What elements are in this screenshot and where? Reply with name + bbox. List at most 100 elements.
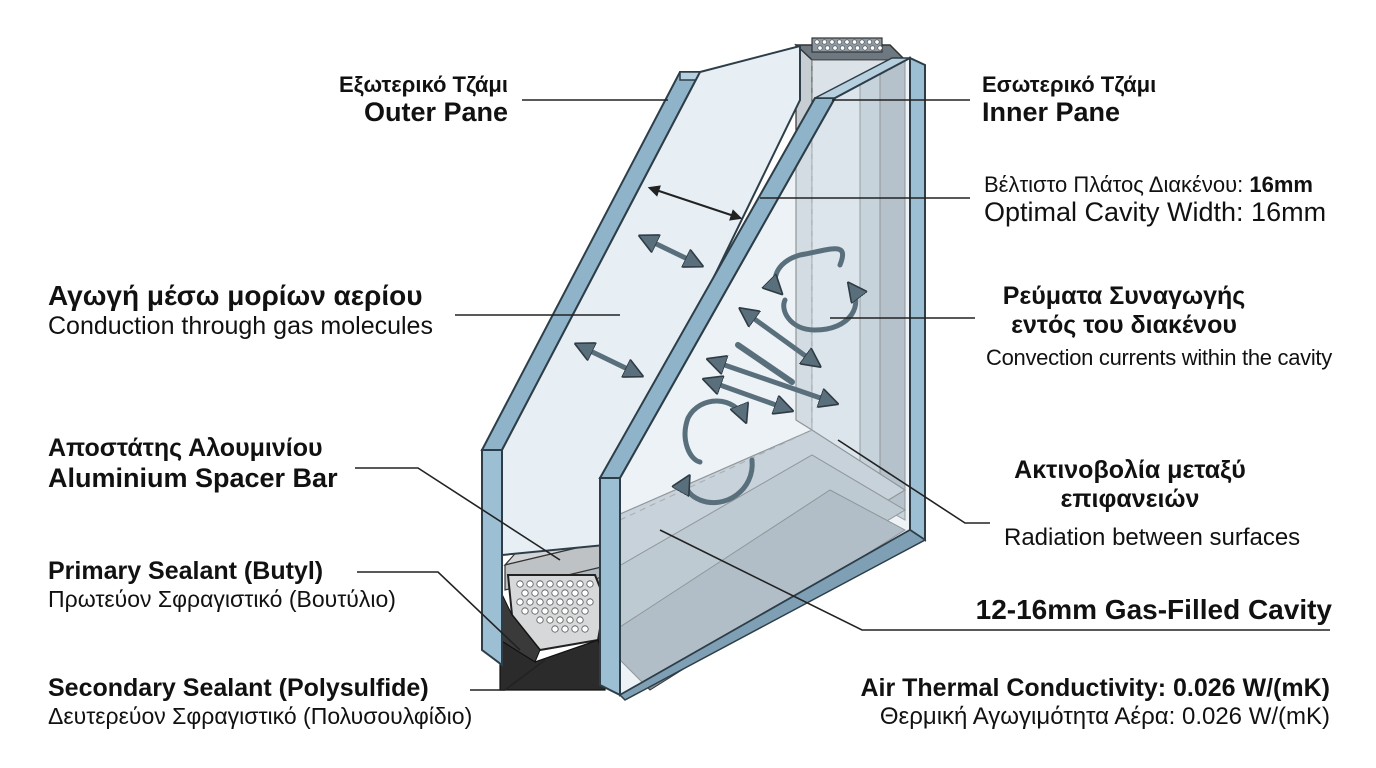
desiccant-bead [536, 580, 544, 588]
desiccant-bead [581, 607, 589, 615]
gas-cavity-label-en: 12-16mm Gas-Filled Cavity [975, 594, 1332, 625]
desiccant-bead [561, 625, 569, 633]
radiation-label-en-wrap: Radiation between surfaces [1004, 524, 1300, 552]
outer-pane-label: Εξωτερικό Τζάμι Outer Pane [300, 72, 508, 128]
cap-bead [847, 45, 853, 51]
primary-sealant-label-gr: Πρωτεύον Σφραγιστικό (Βουτύλιο) [48, 585, 396, 612]
inner-pane-label: Εσωτερικό Τζάμι Inner Pane [982, 72, 1156, 128]
cavity-width-arrow [647, 185, 743, 221]
spacer-label-gr: Αποστάτης Αλουμινίου [48, 434, 323, 462]
desiccant-bead [556, 580, 564, 588]
cavity-width-label: Βέλτιστο Πλάτος Διακένου: 16mm Optimal C… [984, 172, 1326, 228]
cap-bead [821, 39, 827, 45]
cap-bead [814, 39, 820, 45]
cap-bead [817, 45, 823, 51]
cap-bead [851, 39, 857, 45]
cap-bead [874, 39, 880, 45]
desiccant-bead [546, 598, 554, 606]
primary-sealant-label: Primary Sealant (Butyl) Πρωτεύον Σφραγισ… [48, 557, 396, 612]
desiccant-bead [551, 589, 559, 597]
desiccant-beads [516, 580, 594, 633]
desiccant-bead [576, 616, 584, 624]
inner-pane-label-gr: Εσωτερικό Τζάμι [982, 72, 1157, 97]
cap-bead [836, 39, 842, 45]
conduction-label: Αγωγή μέσω μορίων αερίου Conduction thro… [48, 280, 433, 341]
cap-bead [869, 45, 875, 51]
desiccant-bead [531, 589, 539, 597]
desiccant-bead [541, 589, 549, 597]
outer-pane-label-en: Outer Pane [363, 97, 508, 128]
desiccant-bead [566, 580, 574, 588]
desiccant-bead [576, 580, 584, 588]
desiccant-bead [521, 607, 529, 615]
desiccant-bead [551, 607, 559, 615]
conductivity-label: Air Thermal Conductivity: 0.026 W/(mK) Θ… [780, 674, 1330, 730]
cap-bead [844, 39, 850, 45]
desiccant-bead [576, 598, 584, 606]
cap-bead [862, 45, 868, 51]
desiccant-bead [586, 580, 594, 588]
radiation-label-gr-2: επιφανειών [1060, 484, 1200, 513]
desiccant-bead [586, 598, 594, 606]
convection-label-gr-2: εντός του διακένου [1011, 310, 1237, 339]
desiccant-bead [556, 616, 564, 624]
inner-pane-label-en: Inner Pane [982, 97, 1121, 128]
desiccant-bead [556, 598, 564, 606]
desiccant-bead [546, 616, 554, 624]
convection-label: Ρεύματα Συναγωγής εντός του διακένου [984, 282, 1264, 340]
convection-loop-upper [775, 246, 845, 292]
desiccant-bead [571, 589, 579, 597]
desiccant-bead [571, 607, 579, 615]
desiccant-bead [516, 598, 524, 606]
cap-bead [829, 39, 835, 45]
radiation-label-en: Radiation between surfaces [1004, 524, 1301, 551]
desiccant-bead [546, 580, 554, 588]
conductivity-label-en: Air Thermal Conductivity: 0.026 W/(mK) [860, 674, 1330, 702]
primary-sealant-label-en: Primary Sealant (Butyl) [48, 557, 324, 585]
desiccant-bead [551, 625, 559, 633]
desiccant-bead [516, 580, 524, 588]
desiccant-bead [581, 589, 589, 597]
desiccant-bead [581, 625, 589, 633]
conduction-label-en: Conduction through gas molecules [48, 312, 433, 341]
desiccant-bead [561, 589, 569, 597]
cavity-width-label-gr: Βέλτιστο Πλάτος Διακένου: 16mm [984, 172, 1326, 197]
convection-label-en: Convection currents within the cavity [986, 345, 1332, 370]
desiccant-bead [561, 607, 569, 615]
desiccant-bead [541, 607, 549, 615]
heat-transfer-arrows [578, 185, 856, 506]
spacer-label: Αποστάτης Αλουμινίου Aluminium Spacer Ba… [48, 434, 338, 494]
cap-bead [854, 45, 860, 51]
cap-bead [859, 39, 865, 45]
desiccant-bead [536, 598, 544, 606]
conduction-label-gr: Αγωγή μέσω μορίων αερίου [48, 280, 423, 311]
radiation-label: Ακτινοβολία μεταξύ επιφανειών [990, 456, 1270, 514]
convection-label-en-wrap: Convection currents within the cavity [986, 345, 1332, 370]
desiccant-bead [566, 598, 574, 606]
desiccant-bead [536, 616, 544, 624]
radiation-label-gr-1: Ακτινοβολία μεταξύ [1014, 456, 1246, 484]
conduction-arrow-upper [642, 237, 700, 265]
cap-bead [832, 45, 838, 51]
cavity-width-gr-prefix: Βέλτιστο Πλάτος Διακένου: [984, 172, 1250, 197]
desiccant-bead [526, 598, 534, 606]
secondary-sealant-label-en: Secondary Sealant (Polysulfide) [48, 674, 429, 702]
cap-bead [877, 45, 883, 51]
secondary-sealant-label-gr: Δευτερεύον Σφραγιστικό (Πολυσουλφίδιο) [48, 702, 473, 729]
cap-bead [839, 45, 845, 51]
secondary-sealant-label: Secondary Sealant (Polysulfide) Δευτερεύ… [48, 674, 472, 729]
conductivity-label-gr: Θερμική Αγωγιμότητα Αέρα: 0.026 W/(mK) [879, 702, 1330, 730]
leader-lines [355, 99, 1330, 691]
cavity-width-gr-value: 16mm [1249, 172, 1313, 197]
convection-loop-lower [682, 398, 745, 465]
cap-bead [866, 39, 872, 45]
cavity-width-label-en: Optimal Cavity Width: 16mm [984, 197, 1327, 228]
desiccant-bead [571, 625, 579, 633]
conduction-arrow-lower [578, 345, 640, 375]
convection-label-gr-1: Ρεύματα Συναγωγής [1002, 282, 1246, 310]
spacer-label-en: Aluminium Spacer Bar [48, 462, 338, 493]
desiccant-bead [526, 580, 534, 588]
gas-cavity-label: 12-16mm Gas-Filled Cavity [900, 594, 1332, 626]
cap-bead [824, 45, 830, 51]
